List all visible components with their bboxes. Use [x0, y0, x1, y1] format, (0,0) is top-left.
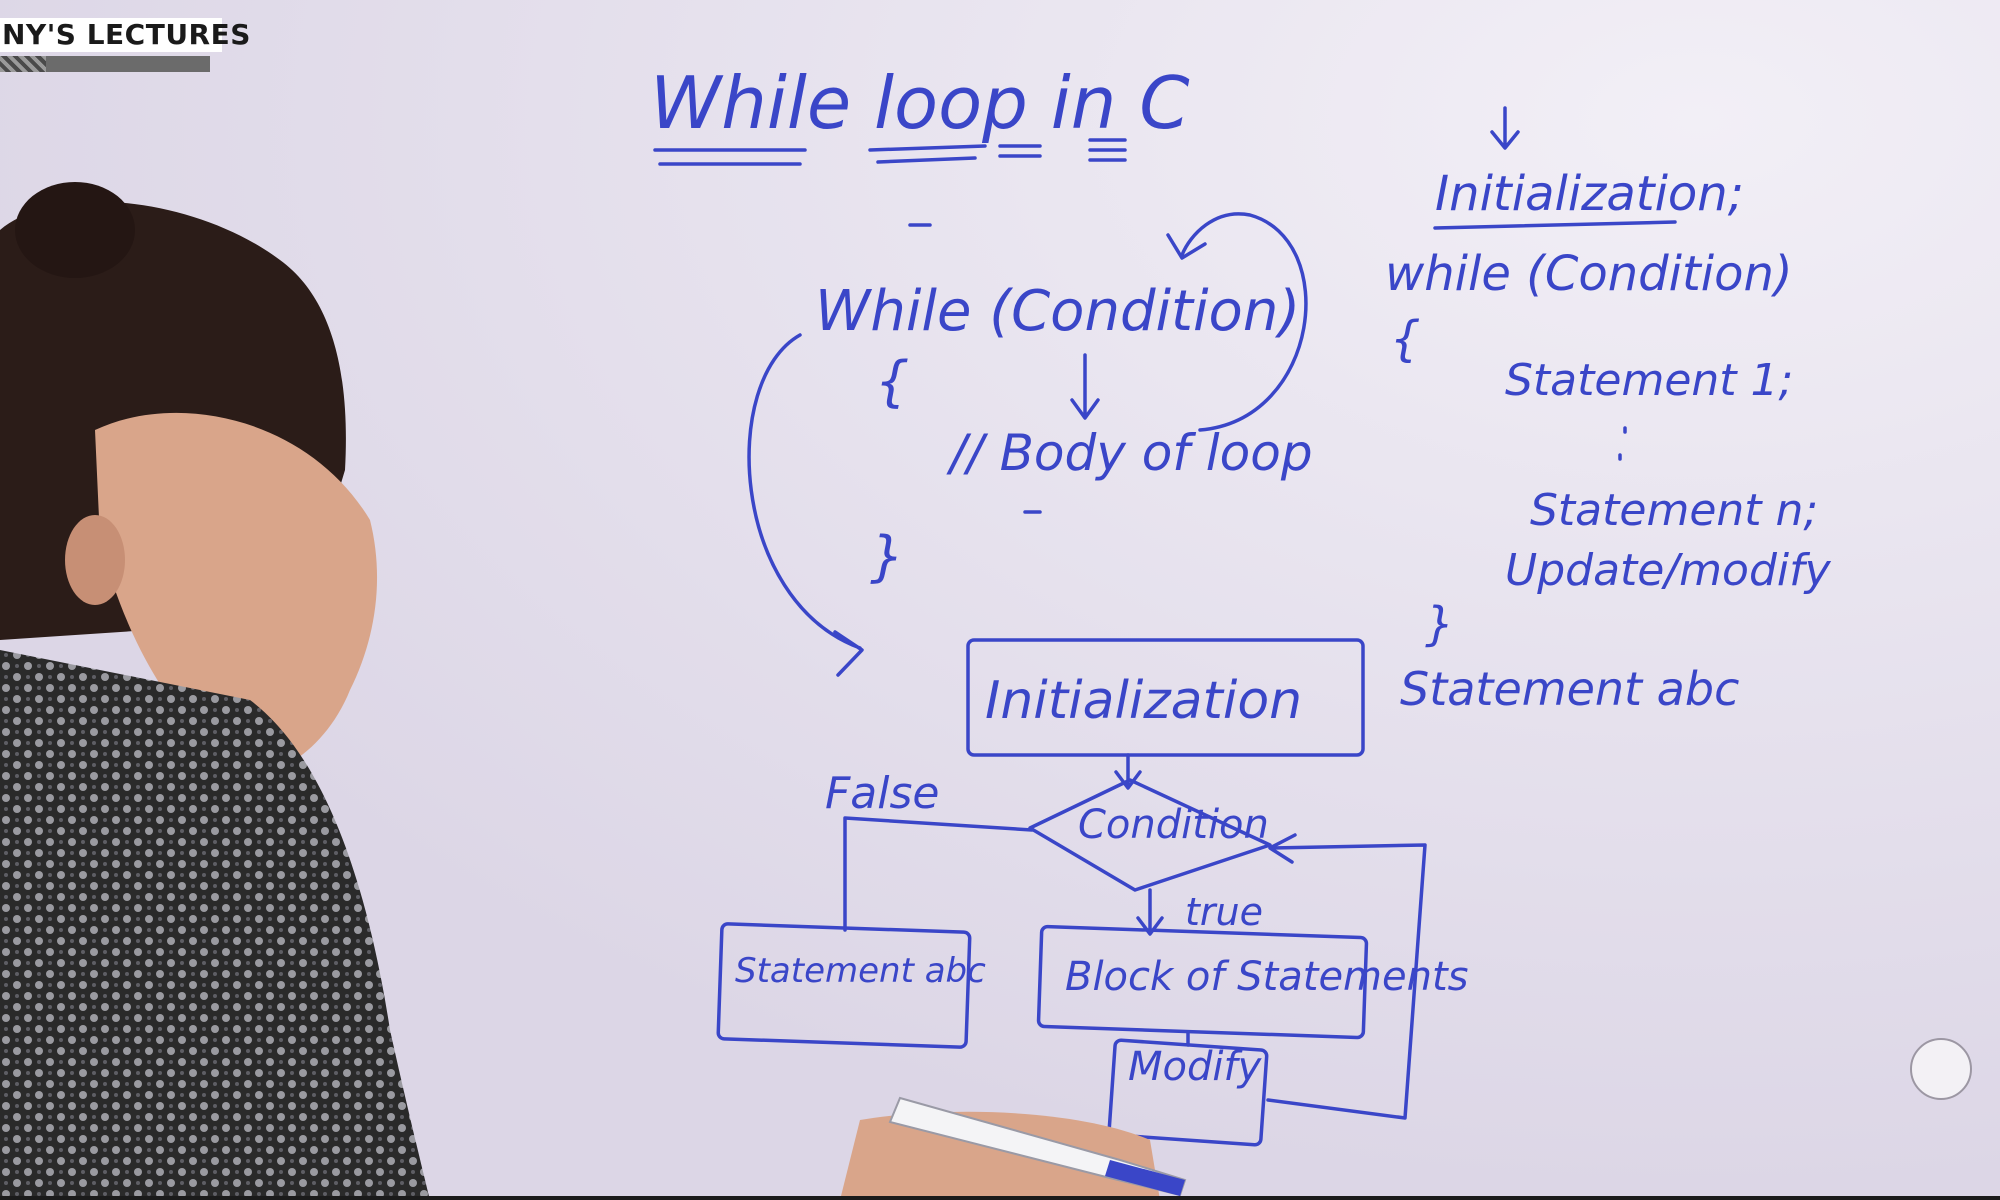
flow-exit-text: Statement abc [735, 951, 986, 991]
right-statement-1: Statement 1; [1505, 355, 1793, 406]
flow-loop-back-line [1266, 843, 1427, 1120]
flow-loop-back-arrowhead [1268, 833, 1297, 864]
title-underline-while [653, 148, 807, 166]
right-ellipsis [1618, 426, 1627, 461]
arrow-to-flowchart [747, 333, 864, 677]
code-block-right: Initialization; while (Condition) { Stat… [1385, 106, 1832, 716]
while-condition-text: While (Condition) [815, 279, 1300, 344]
flow-false-line [843, 816, 1034, 932]
presenter-hand [840, 1111, 1160, 1200]
flow-init-box [966, 638, 1365, 757]
flow-condition-diamond [1028, 778, 1272, 892]
marker-pen-cap [1105, 1160, 1185, 1196]
presenter [0, 182, 1187, 1200]
video-bottom-edge [0, 1196, 2000, 1200]
flowchart: Initialization Condition False Statement… [716, 638, 1469, 1147]
right-init-text: Initialization; [1435, 166, 1744, 222]
flow-condition-text: Condition [1078, 802, 1269, 848]
body-of-loop-text: // Body of loop [946, 424, 1313, 482]
right-statement-n: Statement n; [1530, 485, 1818, 536]
title-underline-in [998, 144, 1042, 158]
board-title: While loop in C [650, 61, 1190, 227]
flow-true-arrow [1136, 888, 1164, 936]
presenter-ear [65, 515, 125, 605]
flow-init-text: Initialization [985, 671, 1302, 731]
close-brace-text: } [870, 525, 904, 588]
right-init-underline [1433, 220, 1677, 230]
arrow-down-to-body [1070, 353, 1100, 420]
presenter-avatar-icon[interactable] [1910, 1038, 1972, 1100]
flow-exit-box [716, 922, 972, 1049]
title-underline-c [1088, 138, 1127, 162]
right-after-statement: Statement abc [1400, 662, 1739, 716]
right-update-text: Update/modify [1505, 545, 1832, 596]
right-close-brace: } [1425, 597, 1454, 651]
arrow-down-init [1490, 106, 1520, 150]
right-open-brace: { [1390, 311, 1421, 367]
title-text: While loop in C [650, 61, 1190, 145]
flow-true-label: true [1185, 890, 1263, 934]
flow-block-text: Block of Statements [1065, 954, 1469, 1000]
channel-watermark: NY'S LECTURES [0, 18, 251, 78]
channel-name: NY'S LECTURES [0, 18, 251, 52]
right-while-text: while (Condition) [1385, 246, 1793, 302]
presenter-hair-bun [15, 182, 135, 278]
presenter-coat [0, 650, 430, 1200]
flow-block-box [1036, 924, 1369, 1040]
open-brace-text: { [875, 350, 909, 413]
flow-false-label: False [825, 768, 940, 819]
flow-modify-box [1107, 1038, 1269, 1147]
title-underline-loop [868, 144, 987, 164]
code-block-top: While (Condition) { // Body of loop } [747, 212, 1313, 677]
flow-modify-text: Modify [1128, 1044, 1263, 1090]
channel-watermark-bar [0, 56, 210, 72]
loop-back-arrow [1166, 212, 1308, 432]
